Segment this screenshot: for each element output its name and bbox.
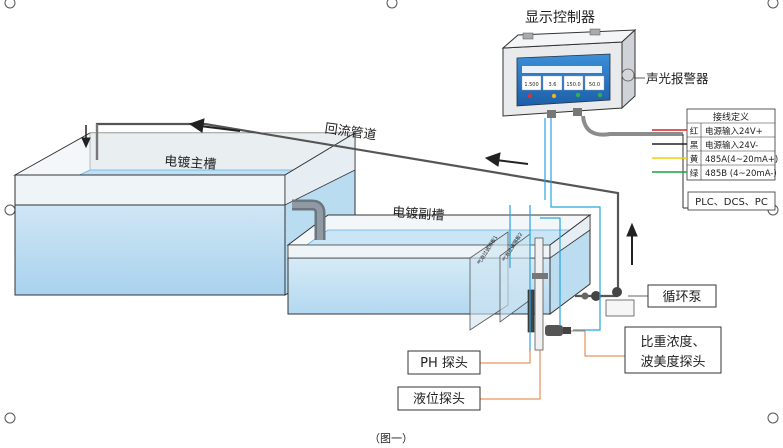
display-controller: 1.500 3.6 150.0 50.0 <box>501 28 637 118</box>
wiring-definition-table: 接线定义 红 电源输入24V+ 黑 电源输入24V- 黄 485A(4~20mA… <box>652 108 778 211</box>
screen-value-2: 3.6 <box>549 82 557 88</box>
wire-color-red: 红 <box>690 126 699 137</box>
wiring-output-label: PLC、DCS、PC <box>695 197 768 208</box>
reg-mark-circle <box>767 412 779 424</box>
indicator-dot-icon <box>551 93 557 99</box>
reg-mark-circle <box>4 0 16 9</box>
controller-label: 显示控制器 <box>525 10 595 26</box>
return-pipe-label: 回流管道 <box>324 121 378 143</box>
indicator-dot-icon <box>527 93 533 99</box>
density-probe-label-line2: 波美度探头 <box>640 354 705 370</box>
level-probe-label: 液位探头 <box>413 392 465 407</box>
circulation-pump <box>575 287 635 317</box>
indicator-dot-icon <box>597 92 603 98</box>
main-tank-label: 电镀主槽 <box>164 153 217 173</box>
reg-mark-circle <box>4 204 16 216</box>
reg-mark-circle <box>4 412 16 424</box>
figure-caption: （图一） <box>369 432 413 445</box>
wire-color-green: 绿 <box>690 168 699 179</box>
wire-desc-yellow: 485A(4~20mA+) <box>705 155 778 165</box>
screen-value-3: 150.0 <box>566 82 580 88</box>
wire-desc-red: 电源输入24V+ <box>705 126 763 137</box>
wire-desc-black: 电源输入24V- <box>705 140 758 151</box>
flow-arrows <box>81 118 638 265</box>
indicator-dot-icon <box>575 92 581 98</box>
probe-assembly <box>527 237 571 351</box>
reg-mark-circle <box>767 0 779 9</box>
alarm-knob-icon <box>621 68 635 82</box>
screen-value-4: 50.0 <box>589 82 600 88</box>
sub-tank <box>286 214 592 331</box>
ph-probe-label: PH 探头 <box>420 356 468 371</box>
wiring-title: 接线定义 <box>713 111 749 123</box>
wire-color-yellow: 黄 <box>690 154 699 165</box>
reg-mark-circle <box>386 0 398 9</box>
controller-cable <box>581 115 683 137</box>
overflow-pipe <box>292 199 326 240</box>
return-pipe <box>95 122 620 296</box>
alarm-label: 声光报警器 <box>646 71 709 86</box>
pump-label: 循环泵 <box>662 290 701 305</box>
screen-value-1: 1.500 <box>524 82 538 88</box>
wire-desc-green: 485B (4~20mA-) <box>705 169 777 179</box>
signal-lines <box>509 118 601 352</box>
sub-tank-label: 电镀副槽 <box>392 204 445 224</box>
density-probe-label-line1: 比重浓度、 <box>640 334 705 350</box>
wire-color-black: 黑 <box>690 141 699 151</box>
